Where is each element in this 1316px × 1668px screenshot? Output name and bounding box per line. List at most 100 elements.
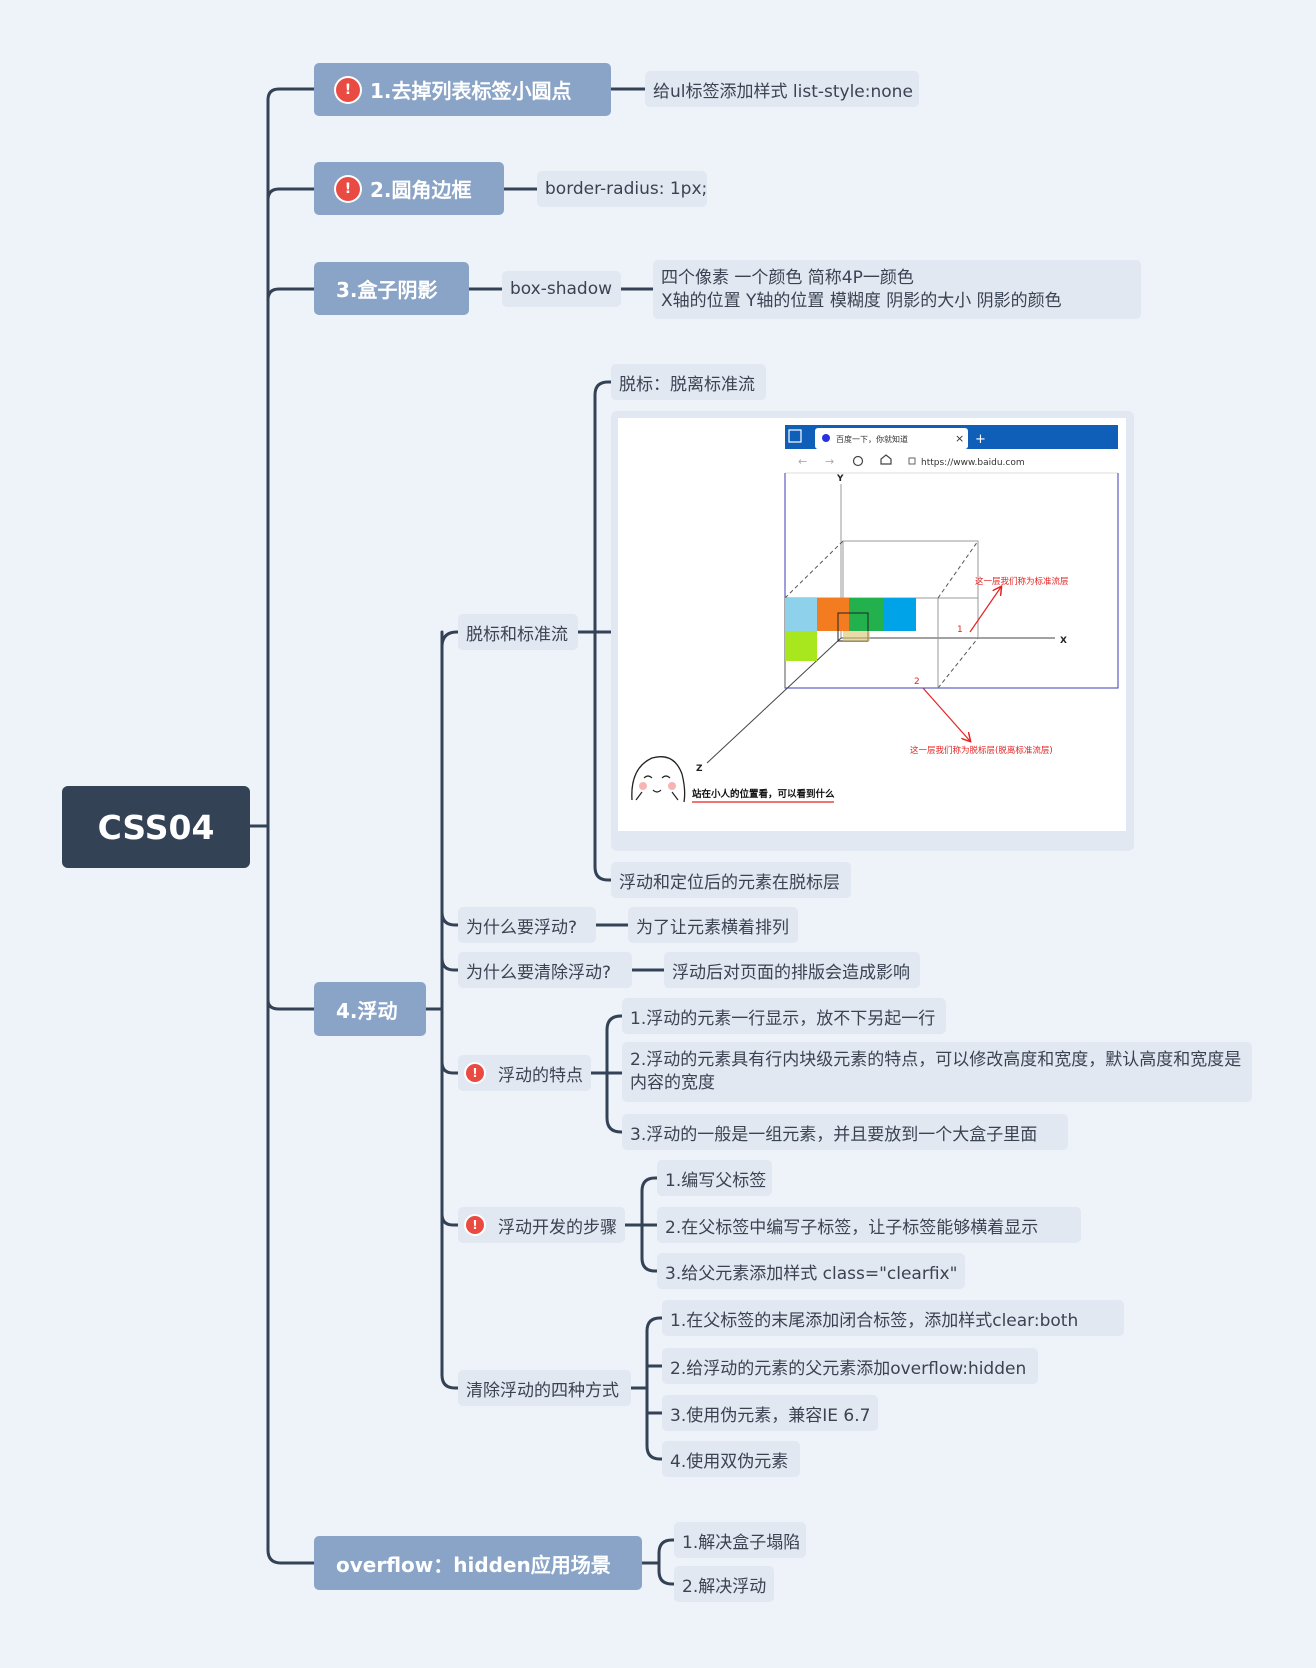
- branch-2-node[interactable]: ! 2.圆角边框: [314, 162, 504, 215]
- clear-method-item[interactable]: 1.在父标签的末尾添加闭合标签，添加样式clear:both: [662, 1300, 1124, 1336]
- float-steps-label: 浮动开发的步骤: [498, 1217, 617, 1238]
- float-layer-note: 这一层我们称为脱标层(脱离标准流层): [910, 745, 1053, 756]
- illustration-card: 百度一下，你就知道 × + ← → https://www.baidu.com …: [611, 411, 1134, 851]
- box-shadow-detail[interactable]: 四个像素 一个颜色 简称4P一颜色 X轴的位置 Y轴的位置 模糊度 阴影的大小 …: [653, 260, 1141, 319]
- overflow-use-item[interactable]: 2.解决浮动: [674, 1566, 774, 1602]
- why-float-answer[interactable]: 为了让元素横着排列: [628, 907, 798, 943]
- branch-2-note[interactable]: border-radius: 1px;: [537, 171, 707, 207]
- block-lime: [785, 631, 817, 661]
- arrow-2: [922, 687, 970, 741]
- why-float-label: 为什么要浮动?: [466, 917, 578, 938]
- float-feature-item[interactable]: 3.浮动的一般是一组元素，并且要放到一个大盒子里面: [622, 1114, 1068, 1150]
- refresh-icon: [852, 455, 864, 467]
- branch-2-label: 2.圆角边框: [370, 178, 472, 202]
- branch-1-node[interactable]: ! 1.去掉列表标签小圆点: [314, 63, 611, 116]
- back-icon: ←: [798, 455, 807, 468]
- why-float-answer-text: 为了让元素横着排列: [636, 917, 789, 938]
- float-feature-text: 3.浮动的一般是一组元素，并且要放到一个大盒子里面: [630, 1124, 1038, 1145]
- marker-2: 2: [914, 677, 920, 687]
- priority-icon: !: [336, 77, 360, 102]
- axis-z-label: Z: [696, 764, 703, 774]
- clear-method-item[interactable]: 2.给浮动的元素的父元素添加overflow:hidden: [662, 1348, 1038, 1384]
- branch-4-label: 4.浮动: [336, 998, 398, 1023]
- float-feature-item[interactable]: 2.浮动的元素具有行内块级元素的特点，可以修改高度和宽度，默认高度和宽度是内容的…: [622, 1042, 1252, 1102]
- float-features-node[interactable]: ! 浮动的特点: [458, 1055, 591, 1091]
- float-step-text: 2.在父标签中编写子标签，让子标签能够横着显示: [665, 1217, 1039, 1238]
- browser-address-bar: [785, 449, 1118, 473]
- priority-icon: !: [336, 176, 360, 201]
- clear-method-text: 2.给浮动的元素的父元素添加overflow:hidden: [670, 1358, 1027, 1379]
- why-clear-answer[interactable]: 浮动后对页面的排版会造成影响: [664, 952, 920, 988]
- float-step-text: 3.给父元素添加样式 class="clearfix": [665, 1263, 958, 1284]
- block-sky-blue: [883, 598, 916, 631]
- branch-3-node[interactable]: 3.盒子阴影: [314, 262, 469, 315]
- float-layers-illustration: 百度一下，你就知道 × + ← → https://www.baidu.com …: [631, 425, 1119, 803]
- clear-methods-node[interactable]: 清除浮动的四种方式: [458, 1370, 631, 1406]
- float-step-text: 1.编写父标签: [665, 1170, 767, 1191]
- overflow-use-item[interactable]: 1.解决盒子塌陷: [674, 1522, 806, 1558]
- branch-5-label: overflow：hidden应用场景: [336, 1552, 611, 1577]
- marker-1: 1: [957, 625, 963, 635]
- page-frame: [784, 473, 1119, 689]
- why-clear-label: 为什么要清除浮动?: [466, 962, 612, 983]
- branch-1-note[interactable]: 给ul标签添加样式 list-style:none: [645, 71, 919, 107]
- axis-x-label: X: [1060, 636, 1067, 646]
- flow-layer-note[interactable]: 浮动和定位后的元素在脱标层: [611, 862, 851, 898]
- address-url: https://www.baidu.com: [921, 458, 1025, 468]
- baidu-paw-icon: [822, 434, 830, 442]
- flow-definition-text: 脱标：脱离标准流: [619, 374, 755, 395]
- standard-layer-note: 这一层我们称为标准流层: [975, 576, 1069, 587]
- root-label: CSS04: [97, 807, 215, 847]
- float-feature-item[interactable]: 1.浮动的元素一行显示，放不下另起一行: [622, 998, 946, 1034]
- branch-2-note-text: border-radius: 1px;: [545, 179, 708, 199]
- why-float-node[interactable]: 为什么要浮动?: [458, 907, 596, 943]
- float-step-item[interactable]: 3.给父元素添加样式 class="clearfix": [657, 1253, 965, 1289]
- arrow-1: [969, 587, 1001, 633]
- root-node[interactable]: CSS04: [62, 786, 250, 868]
- z-axis: [706, 637, 842, 764]
- float-feature-text: 2.浮动的元素具有行内块级元素的特点，可以修改高度和宽度，默认高度和宽度是内容的…: [630, 1050, 1242, 1093]
- branch-5-node[interactable]: overflow：hidden应用场景: [314, 1536, 642, 1590]
- clear-method-item[interactable]: 4.使用双伪元素: [662, 1441, 800, 1477]
- overflow-use-text: 2.解决浮动: [682, 1576, 767, 1597]
- priority-icon: !: [466, 1064, 484, 1082]
- block-orange: [817, 598, 849, 631]
- clear-method-text: 3.使用伪元素，兼容IE 6.7: [670, 1405, 871, 1426]
- box-shadow-detail-line-1: 四个像素 一个颜色 简称4P一颜色: [661, 267, 914, 288]
- clear-method-item[interactable]: 3.使用伪元素，兼容IE 6.7: [662, 1395, 878, 1431]
- clear-method-text: 1.在父标签的末尾添加闭合标签，添加样式clear:both: [670, 1310, 1079, 1331]
- clear-method-text: 4.使用双伪元素: [670, 1451, 789, 1472]
- priority-icon: !: [466, 1216, 484, 1234]
- branch-3-label: 3.盒子阴影: [336, 278, 438, 302]
- new-tab-icon: +: [975, 432, 986, 447]
- block-light-blue: [785, 598, 817, 631]
- why-clear-answer-text: 浮动后对页面的排版会造成影响: [672, 962, 910, 983]
- float-steps-node[interactable]: ! 浮动开发的步骤: [458, 1207, 625, 1243]
- axis-y-label: Y: [836, 474, 844, 484]
- block-shadow: [843, 631, 870, 641]
- float-step-item[interactable]: 1.编写父标签: [657, 1160, 772, 1196]
- flow-layer-note-text: 浮动和定位后的元素在脱标层: [619, 872, 840, 893]
- flow-node[interactable]: 脱标和标准流: [458, 614, 578, 650]
- overflow-use-text: 1.解决盒子塌陷: [682, 1532, 801, 1553]
- forward-icon: →: [825, 455, 834, 468]
- branch-4-node[interactable]: 4.浮动: [314, 982, 426, 1036]
- lock-icon: [908, 457, 916, 465]
- back-layer-top: [842, 540, 979, 599]
- branch-1-note-text: 给ul标签添加样式 list-style:none: [653, 81, 913, 102]
- little-person-icon: [631, 756, 686, 803]
- tab-close-icon: ×: [955, 432, 964, 445]
- float-step-item[interactable]: 2.在父标签中编写子标签，让子标签能够横着显示: [657, 1207, 1081, 1243]
- branch-1-label: 1.去掉列表标签小圆点: [370, 79, 572, 103]
- box-shadow-key[interactable]: box-shadow: [502, 271, 621, 307]
- flow-label: 脱标和标准流: [466, 624, 568, 645]
- box-shadow-detail-line-2: X轴的位置 Y轴的位置 模糊度 阴影的大小 阴影的颜色: [661, 290, 1062, 311]
- why-clear-node[interactable]: 为什么要清除浮动?: [458, 952, 632, 988]
- float-features-label: 浮动的特点: [498, 1065, 583, 1086]
- flow-definition[interactable]: 脱标：脱离标准流: [611, 364, 766, 400]
- clear-methods-label: 清除浮动的四种方式: [466, 1380, 619, 1401]
- window-menu-icon: [788, 429, 802, 443]
- float-feature-text: 1.浮动的元素一行显示，放不下另起一行: [630, 1008, 936, 1029]
- illustration-caption: 站在小人的位置看，可以看到什么: [692, 788, 835, 800]
